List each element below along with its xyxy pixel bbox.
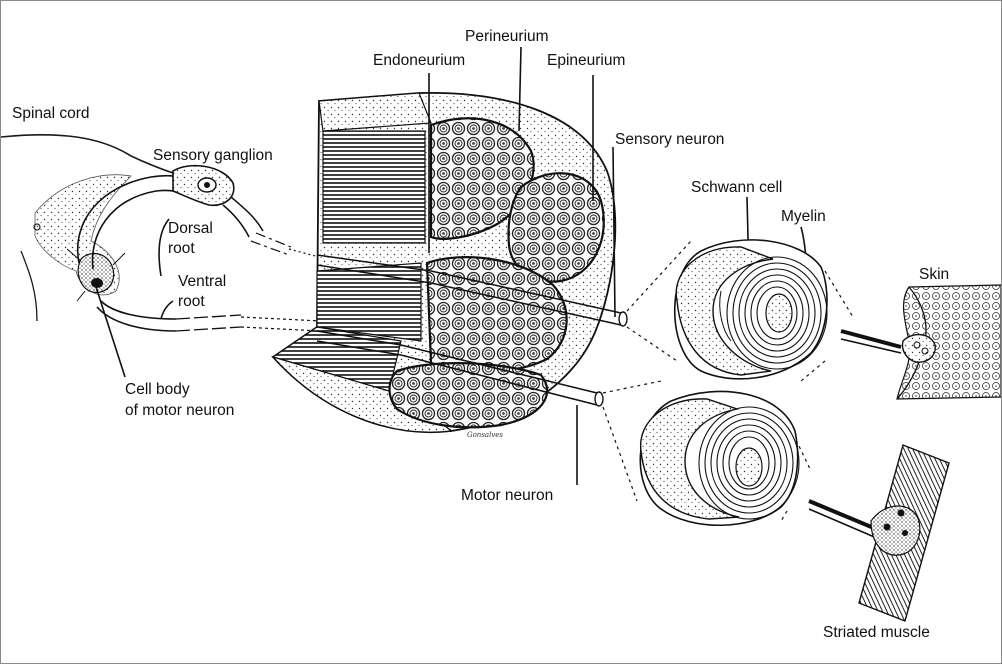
label-schwann-cell: Schwann cell	[691, 179, 783, 196]
label-myelin: Myelin	[781, 208, 826, 225]
label-sensory-ganglion: Sensory ganglion	[153, 147, 273, 164]
ventral-root-leader	[160, 300, 174, 320]
label-sensory-neuron: Sensory neuron	[615, 131, 725, 148]
label-perineurium: Perineurium	[465, 28, 549, 45]
skin-nerve-ending	[840, 284, 1001, 400]
artist-signature: Gonsalves	[467, 431, 504, 439]
label-dorsal-root-line1: Dorsal	[168, 220, 213, 237]
motor-neuron-cell-body	[66, 248, 126, 302]
label-spinal-cord: Spinal cord	[12, 105, 90, 122]
motor-myelinated-axon	[639, 390, 800, 527]
cell-body-leader	[95, 286, 126, 378]
perineurium-leader	[518, 46, 522, 132]
label-cell-body-line2: of motor neuron	[125, 402, 235, 419]
striated-muscle	[808, 444, 950, 622]
label-ventral-root-line1: Ventral	[178, 273, 227, 290]
label-motor-neuron: Motor neuron	[461, 487, 554, 504]
nerve-bundle	[271, 91, 628, 434]
label-dorsal-root-line2: root	[168, 240, 195, 257]
sensory-ganglion	[172, 164, 235, 207]
label-endoneurium: Endoneurium	[373, 52, 466, 69]
ventral-root	[96, 300, 322, 332]
sensory-fiber-dashed	[222, 196, 320, 258]
sensory-neuron-leader	[612, 146, 616, 318]
label-skin: Skin	[919, 266, 950, 283]
label-cell-body-line1: Cell body	[125, 381, 190, 398]
label-epineurium: Epineurium	[547, 52, 626, 69]
sensory-myelinated-axon	[674, 239, 828, 380]
label-striated-muscle: Striated muscle	[823, 624, 930, 641]
dorsal-root-leader	[158, 218, 170, 277]
leader-lines	[95, 46, 808, 485]
label-ventral-root-line2: root	[178, 293, 205, 310]
